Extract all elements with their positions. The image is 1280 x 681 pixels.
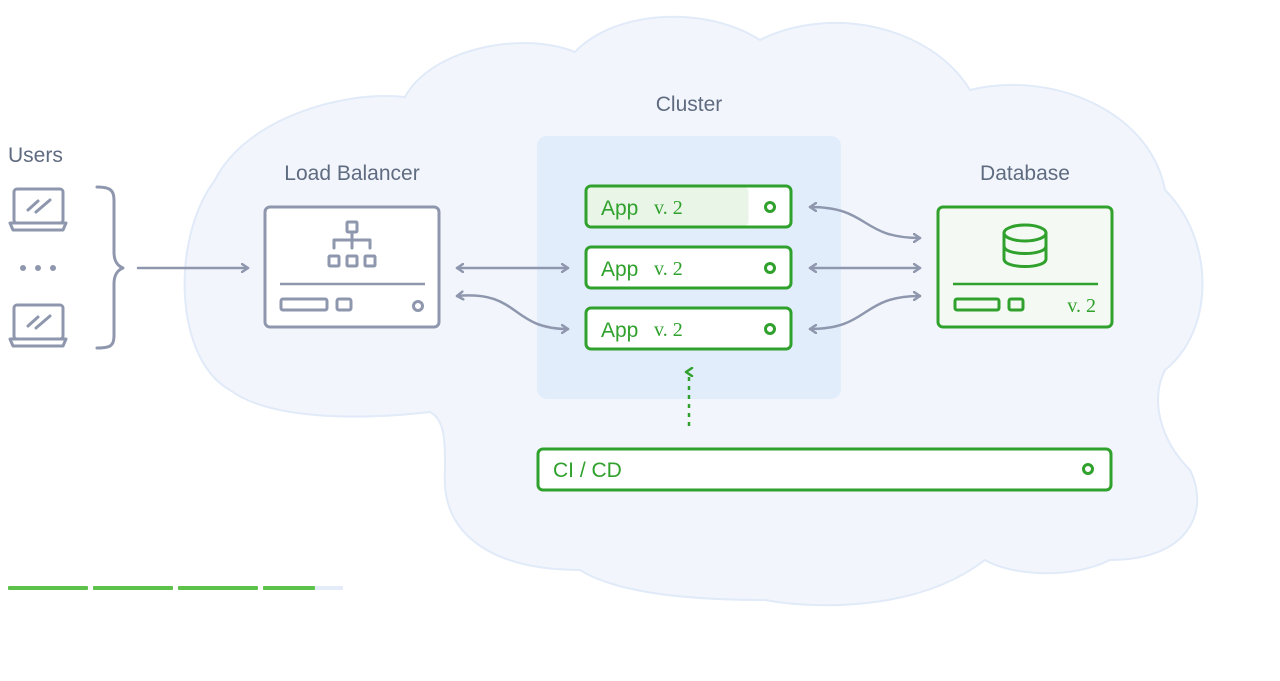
progress-indicator [8, 586, 343, 590]
app-name: App [601, 258, 638, 281]
progress-segment-fill [8, 586, 88, 590]
database-box: v. 2 [936, 205, 1114, 329]
progress-segment-fill [263, 586, 315, 590]
laptop-icon [8, 187, 68, 232]
app-server: App v. 2 [584, 245, 793, 290]
status-dot [764, 201, 776, 213]
lb-app3-arrow [455, 295, 570, 329]
progress-segment-fill [178, 586, 258, 590]
app1-db-arrow [808, 207, 922, 238]
load-balancer-box [263, 205, 441, 329]
users-label: Users [8, 144, 63, 167]
app-version: v. 2 [654, 197, 683, 219]
ci-cd-label: CI / CD [553, 459, 622, 482]
progress-segment-fill [93, 586, 173, 590]
more-dots-icon [20, 265, 56, 271]
cluster-label: Cluster [656, 93, 723, 116]
app-version: v. 2 [654, 319, 683, 341]
ci-cd-pipeline: CI / CD [536, 447, 1113, 492]
database-label: Database [980, 162, 1070, 185]
database-version: v. 2 [1067, 295, 1096, 317]
status-dot [1082, 463, 1094, 475]
status-dot [764, 262, 776, 274]
users-brace [95, 185, 125, 350]
app3-db-arrow [808, 296, 922, 329]
sitemap-icon [327, 220, 377, 268]
status-dot [764, 323, 776, 335]
app-version: v. 2 [654, 258, 683, 280]
app-server: App v. 2 [584, 184, 793, 229]
database-icon [1002, 223, 1048, 268]
laptop-icon [8, 303, 68, 348]
app-name: App [601, 319, 638, 342]
app-server: App v. 2 [584, 306, 793, 351]
app-name: App [601, 197, 638, 220]
load-balancer-label: Load Balancer [284, 162, 419, 185]
